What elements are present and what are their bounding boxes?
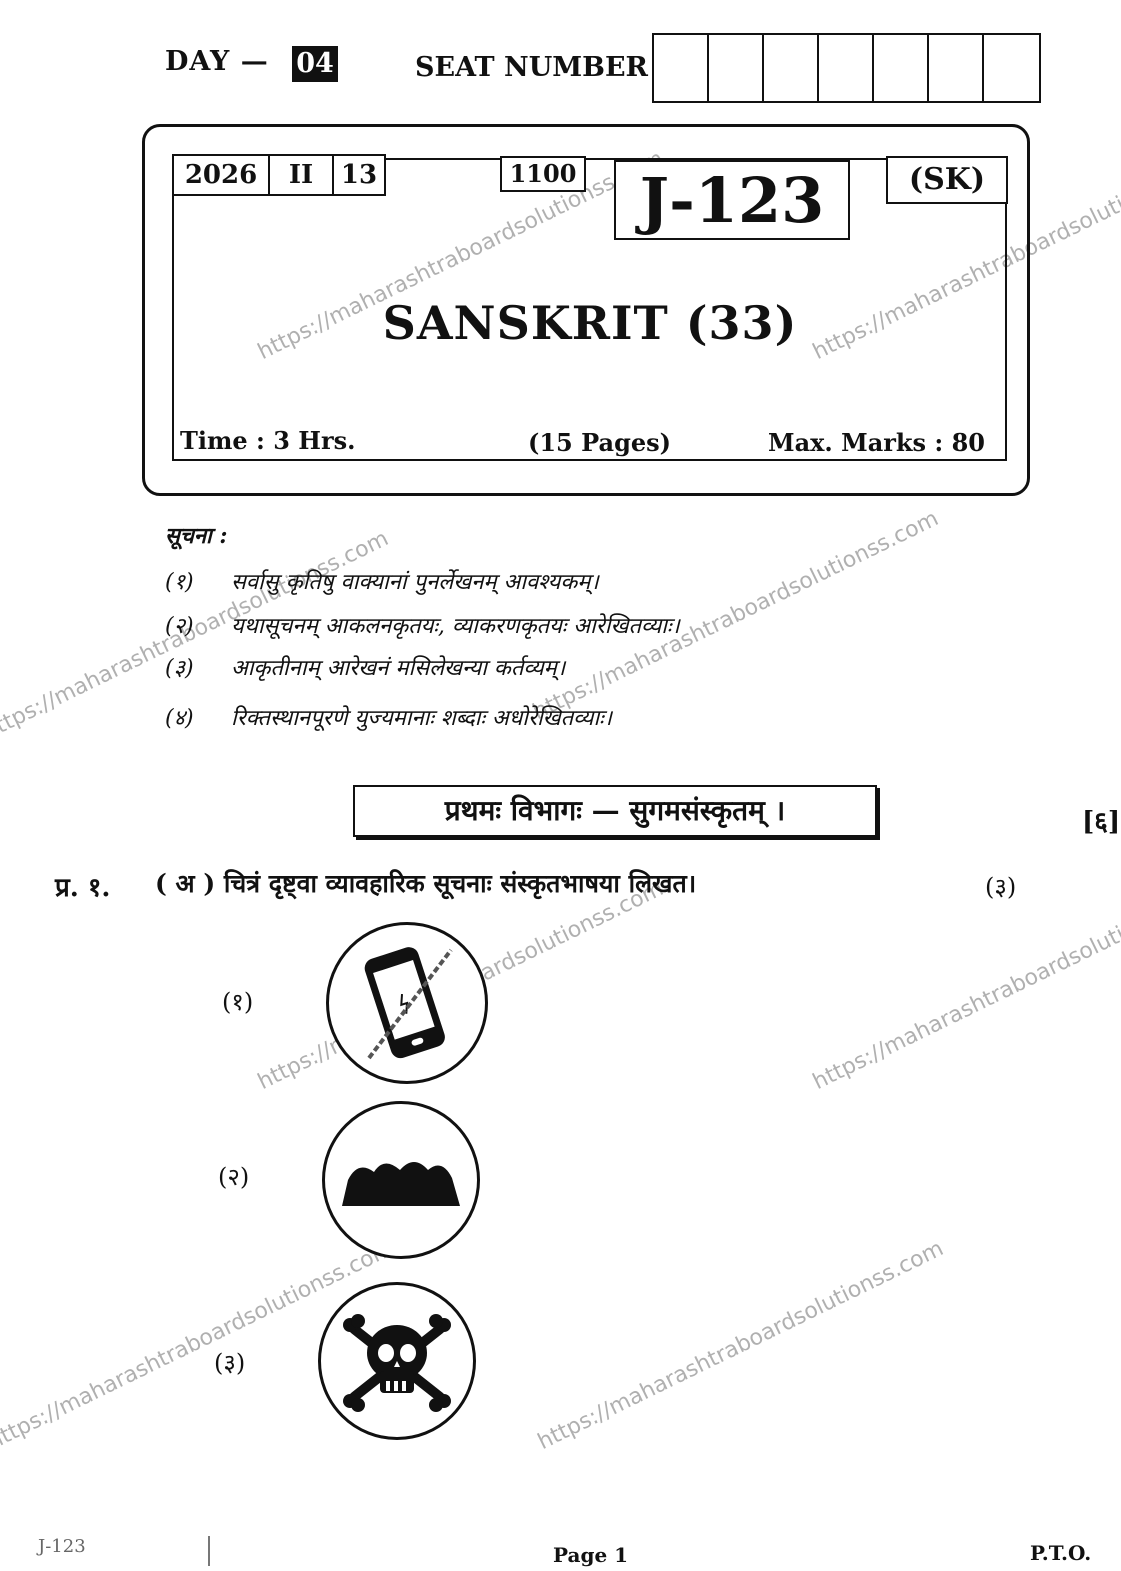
paper-info-box bbox=[172, 158, 1007, 461]
term-tag: II bbox=[268, 154, 334, 196]
footer-paper-code: J-123 bbox=[38, 1536, 210, 1566]
watermark: https://maharashtraboardsolutionss.com bbox=[534, 1236, 948, 1455]
instruction-item: (२) यथासूचनम् आकलनकृतयः, व्याकरणकृतयः आरे… bbox=[165, 610, 680, 640]
seat-number-box[interactable] bbox=[709, 35, 764, 101]
instructions-title: सूचना : bbox=[165, 523, 228, 549]
section-heading: प्रथमः विभागः — सुगमसंस्कृतम् । bbox=[353, 785, 877, 837]
picture-number: (३) bbox=[214, 1349, 246, 1377]
max-marks: Max. Marks : 80 bbox=[768, 428, 986, 457]
question-number: प्र. १. bbox=[55, 873, 111, 903]
section-marks: [६] bbox=[1082, 807, 1121, 837]
pto-label: P.T.O. bbox=[1030, 1541, 1092, 1565]
instruction-number: (३) bbox=[165, 656, 194, 681]
seat-number-box[interactable] bbox=[764, 35, 819, 101]
page-count: (15 Pages) bbox=[528, 428, 671, 457]
question-text: ( अ ) चित्रं दृष्ट्वा व्यावहारिक सूचनाः … bbox=[155, 869, 697, 898]
date-tag: 13 bbox=[332, 154, 386, 196]
instruction-text: यथासूचनम् आकलनकृतयः, व्याकरणकृतयः आरेखित… bbox=[231, 614, 680, 639]
speed-breaker-icon bbox=[322, 1101, 480, 1259]
picture-number: (२) bbox=[218, 1163, 250, 1191]
instruction-item: (३) आकृतीनाम् आरेखनं मसिलेखन्या कर्तव्यम्… bbox=[165, 652, 565, 682]
seat-number-box[interactable] bbox=[984, 35, 1039, 101]
instruction-text: सर्वासु कृतिषु वाक्यानां पुनर्लेखनम् आवश… bbox=[231, 570, 599, 595]
day-number: 04 bbox=[292, 46, 338, 82]
subject-title: SANSKRIT (33) bbox=[382, 296, 798, 350]
seat-number-box[interactable] bbox=[654, 35, 709, 101]
batch-tag: 1100 bbox=[500, 156, 586, 192]
medium-tag: (SK) bbox=[886, 156, 1008, 204]
instruction-text: रिक्तस्थानपूरणे युज्यमानाः शब्दाः अधोरेख… bbox=[231, 706, 612, 731]
picture-number: (१) bbox=[222, 988, 254, 1016]
seat-number-box[interactable] bbox=[929, 35, 984, 101]
seat-number-box[interactable] bbox=[819, 35, 874, 101]
instruction-number: (४) bbox=[165, 706, 194, 731]
watermark: https://maharashtraboardsolutionss.com bbox=[809, 876, 1121, 1095]
instruction-item: (१) सर्वासु कृतिषु वाक्यानां पुनर्लेखनम् … bbox=[165, 566, 599, 596]
year-tag: 2026 bbox=[172, 154, 270, 196]
paper-info-frame bbox=[142, 124, 1030, 496]
instruction-text: आकृतीनाम् आरेखनं मसिलेखन्या कर्तव्यम्। bbox=[231, 656, 566, 681]
day-label: DAY — bbox=[165, 46, 269, 77]
seat-number-label: SEAT NUMBER bbox=[415, 52, 648, 83]
skull-crossbones-danger-icon bbox=[318, 1282, 476, 1440]
time-duration: Time : 3 Hrs. bbox=[180, 426, 356, 455]
seat-number-boxes[interactable] bbox=[652, 33, 1041, 103]
question-marks: (३) bbox=[985, 873, 1017, 901]
instruction-number: (२) bbox=[165, 614, 194, 639]
page-number: Page 1 bbox=[553, 1543, 629, 1567]
seat-number-box[interactable] bbox=[874, 35, 929, 101]
instruction-number: (१) bbox=[165, 570, 194, 595]
instruction-item: (४) रिक्तस्थानपूरणे युज्यमानाः शब्दाः अधो… bbox=[165, 702, 612, 732]
paper-code: J-123 bbox=[614, 160, 850, 240]
mobile-phone-no-use-icon bbox=[326, 922, 488, 1084]
